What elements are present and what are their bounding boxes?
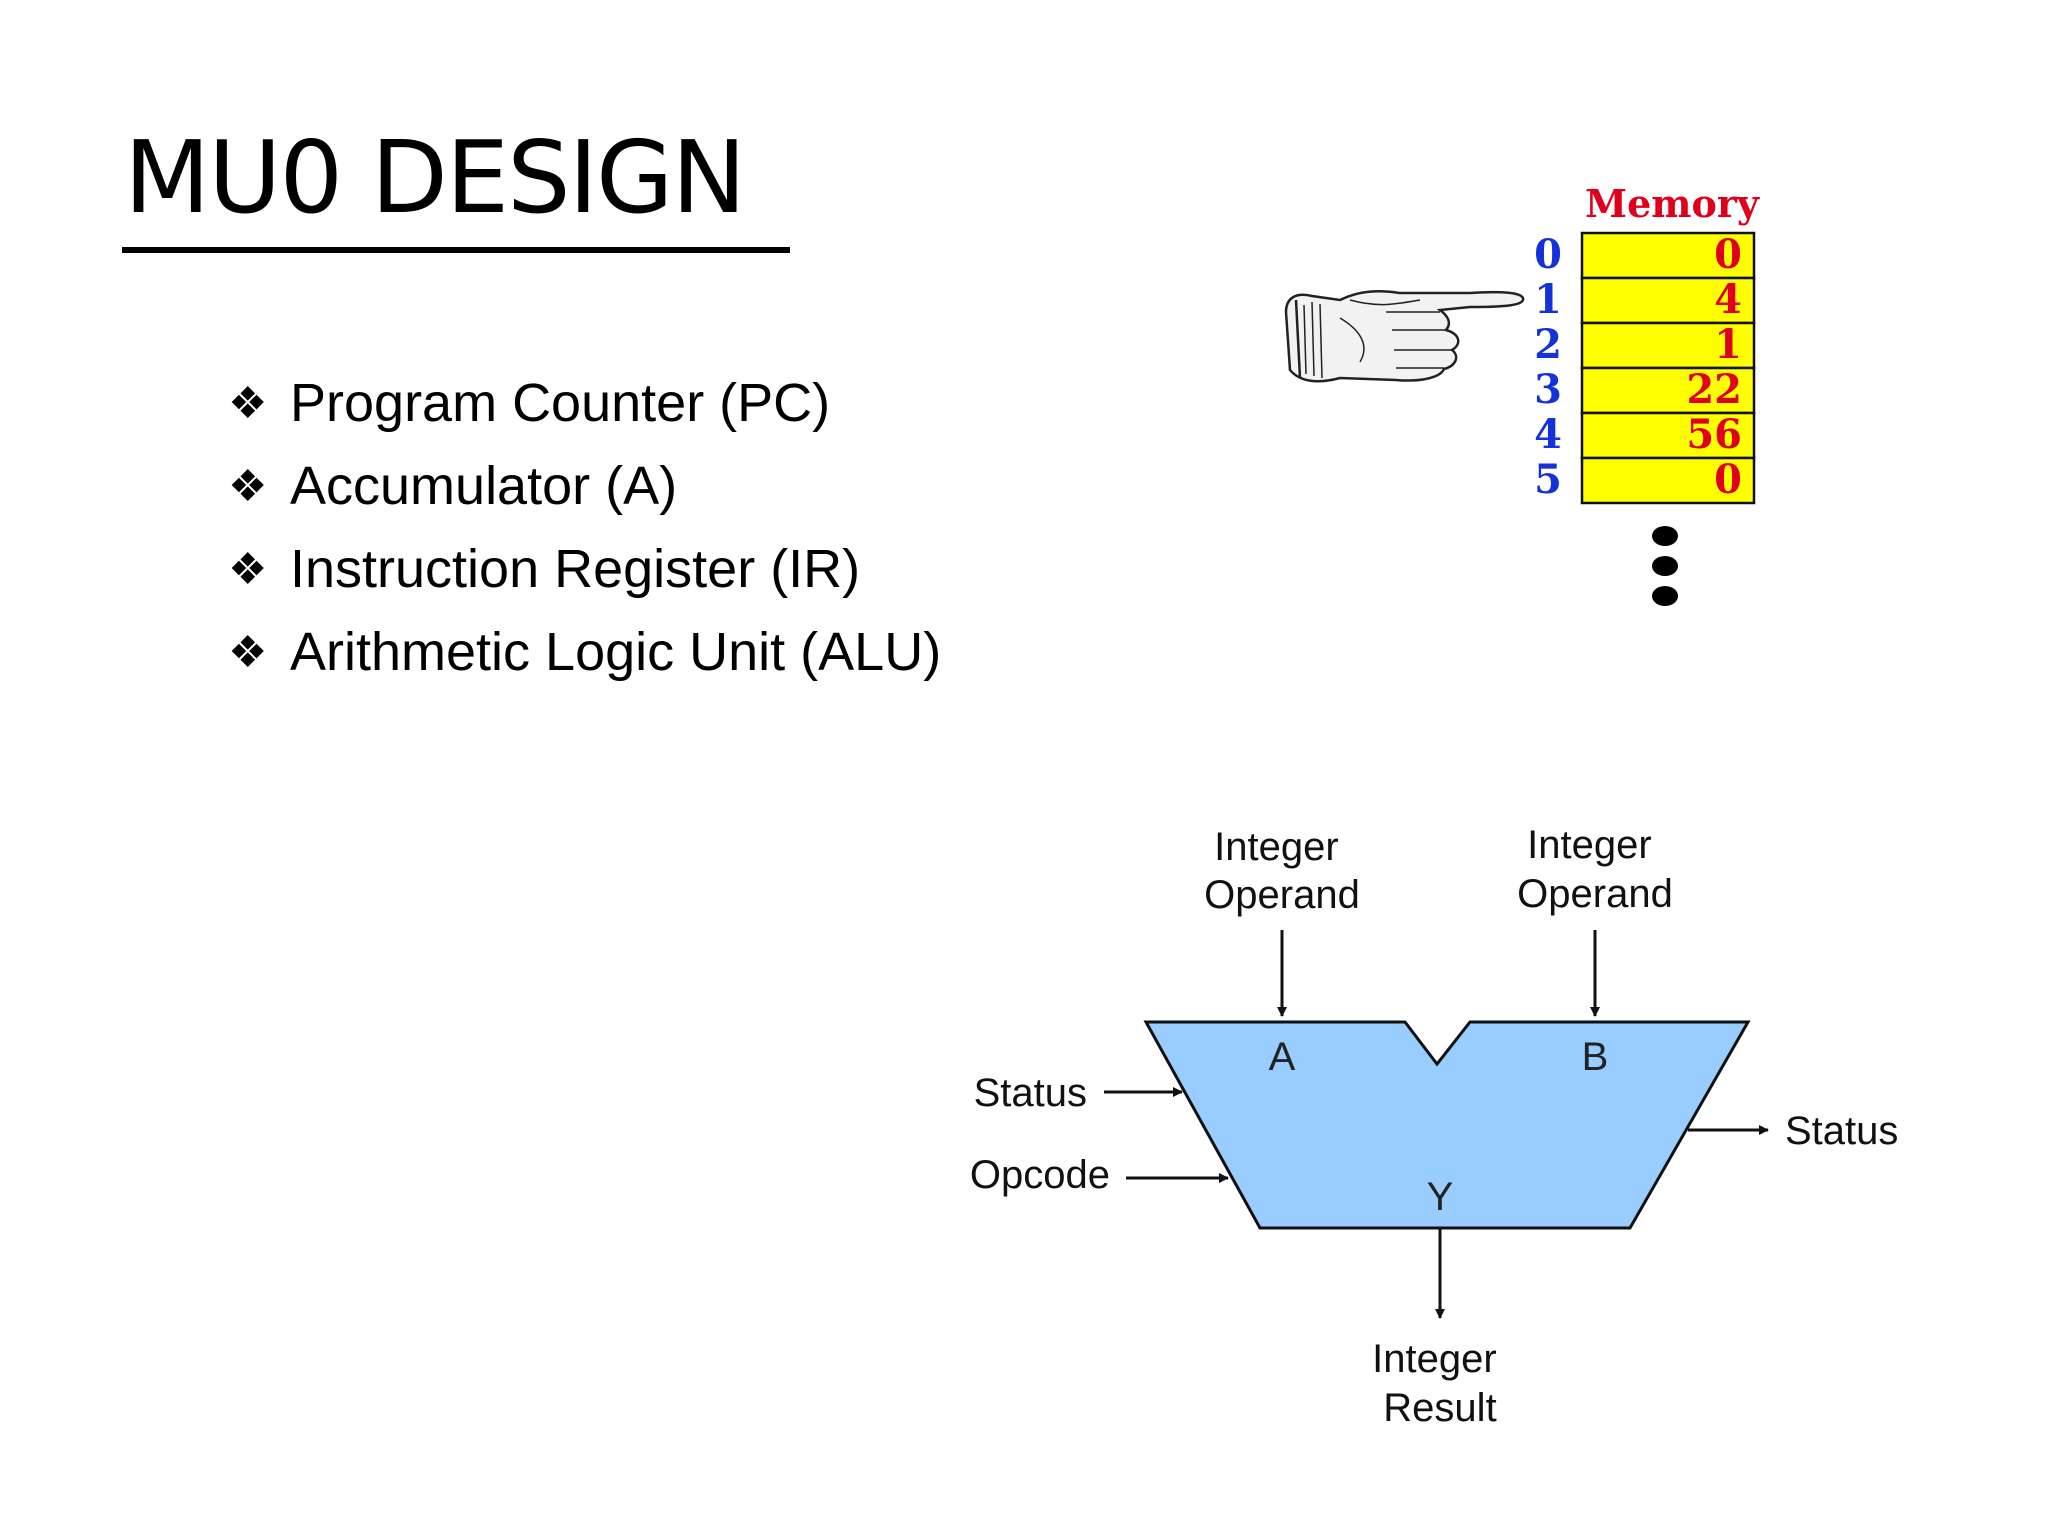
bullet-list: ❖ Program Counter (PC) ❖ Accumulator (A) ❖… xyxy=(228,362,941,694)
status-out-label: Status xyxy=(1785,1109,1898,1153)
list-item: ❖ Program Counter (PC) xyxy=(228,362,941,445)
operand-b-label: Integer Operand xyxy=(1517,823,1673,916)
diamond-bullet-icon: ❖ xyxy=(228,545,268,594)
diamond-bullet-icon: ❖ xyxy=(228,462,268,511)
diamond-bullet-icon: ❖ xyxy=(228,628,268,677)
memory-address-label: 2 xyxy=(1534,321,1562,368)
memory-value: 1 xyxy=(1714,321,1742,368)
bullet-text: Instruction Register (IR) xyxy=(290,539,861,599)
list-item: ❖ Arithmetic Logic Unit (ALU) xyxy=(228,611,941,694)
memory-cell xyxy=(1580,456,1756,505)
list-item: ❖ Instruction Register (IR) xyxy=(228,528,941,611)
memory-title: Memory xyxy=(1585,181,1760,226)
alu-body xyxy=(1143,1020,1751,1230)
title-underline xyxy=(122,247,790,253)
pointing-hand-icon xyxy=(1284,290,1525,383)
status-in-label: Status xyxy=(974,1071,1087,1115)
page-title: MU0 DESIGN xyxy=(124,119,746,236)
memory-value: 0 xyxy=(1714,456,1742,503)
memory-cell xyxy=(1580,366,1756,415)
more-dots-icon xyxy=(1652,526,1678,606)
memory-address-label: 3 xyxy=(1534,366,1562,413)
memory-value: 4 xyxy=(1714,276,1742,323)
memory-cell xyxy=(1580,321,1756,370)
port-y-label: Y xyxy=(1427,1175,1454,1219)
memory-address-label: 1 xyxy=(1534,276,1562,323)
memory-address-label: 4 xyxy=(1534,411,1562,458)
operand-a-label: Integer Operand xyxy=(1204,825,1360,917)
memory-value: 0 xyxy=(1714,231,1742,278)
list-item: ❖ Accumulator (A) xyxy=(228,445,941,528)
bullet-text: Program Counter (PC) xyxy=(290,373,831,433)
port-a-label: A xyxy=(1269,1035,1296,1079)
result-label: Integer Result xyxy=(1372,1337,1508,1430)
bullet-text: Accumulator (A) xyxy=(290,456,678,516)
memory-address-label: 5 xyxy=(1534,456,1562,503)
port-b-label: B xyxy=(1582,1035,1609,1079)
diamond-bullet-icon: ❖ xyxy=(228,379,268,428)
memory-cell xyxy=(1580,276,1756,325)
opcode-in-label: Opcode xyxy=(970,1153,1110,1197)
memory-value: 22 xyxy=(1686,366,1742,413)
memory-address-label: 0 xyxy=(1534,231,1562,278)
memory-cell xyxy=(1580,411,1756,460)
bullet-text: Arithmetic Logic Unit (ALU) xyxy=(290,622,942,682)
memory-value: 56 xyxy=(1686,411,1742,458)
